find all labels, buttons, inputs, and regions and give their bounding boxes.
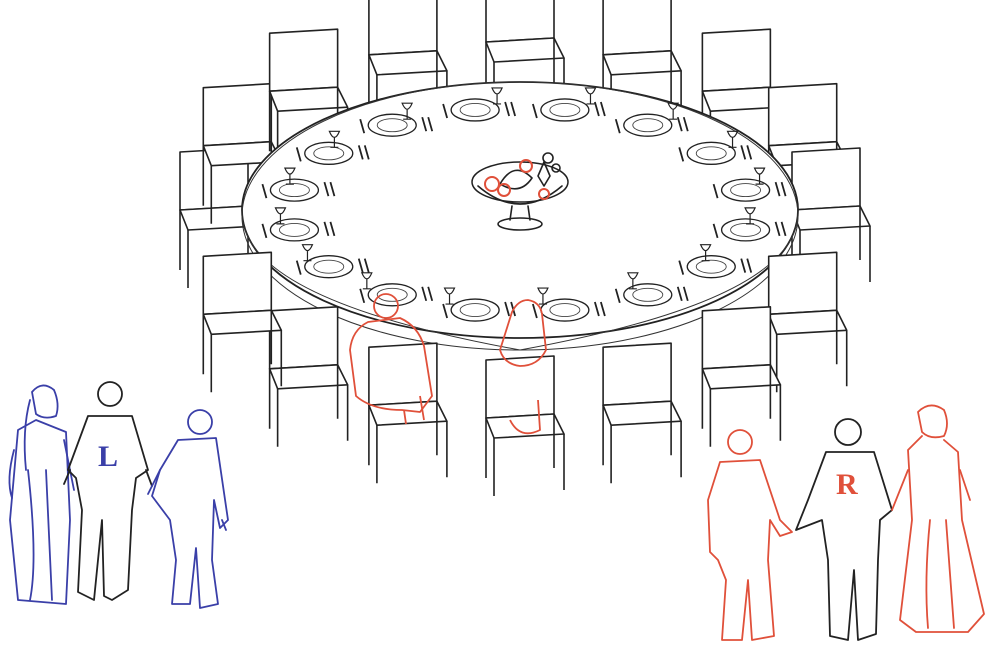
right-group: R [708, 405, 984, 640]
left-group: L [9, 382, 228, 608]
left-lady [9, 385, 74, 604]
plate [451, 99, 499, 121]
right-lady [892, 405, 984, 632]
plate [541, 299, 589, 321]
plate [687, 256, 735, 278]
left-group-badge: L [98, 440, 118, 473]
right-man-badge [796, 419, 892, 640]
plate [541, 99, 589, 121]
plate [368, 114, 416, 136]
plate [270, 219, 318, 241]
plate [305, 256, 353, 278]
left-man-tailcoat [148, 410, 228, 608]
right-group-badge: R [836, 468, 858, 501]
plate [270, 179, 318, 201]
chair [486, 356, 564, 496]
left-man-badge [64, 382, 152, 600]
plate [722, 219, 770, 241]
plate [451, 299, 499, 321]
right-man-tailcoat [708, 430, 792, 640]
round-table [180, 0, 870, 496]
plate [687, 142, 735, 164]
plate [624, 114, 672, 136]
chair [702, 307, 780, 447]
chair [369, 343, 447, 483]
chair [769, 252, 847, 392]
plate [624, 284, 672, 306]
chair [603, 343, 681, 483]
plate [722, 179, 770, 201]
plate [305, 142, 353, 164]
